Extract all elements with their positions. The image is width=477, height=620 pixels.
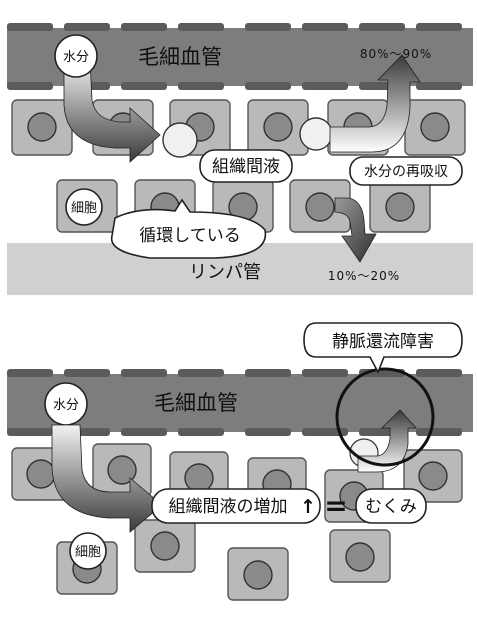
fluid-increase-label: 組織間液の増加 [169,497,288,517]
water-label: 水分 [63,50,89,65]
cell-bubble [69,532,107,570]
edema-bubble [355,488,427,524]
outflow-arrow [51,424,163,533]
percent-reabsorb: 80%～90% [360,47,432,61]
cell-label: 細胞 [71,201,97,216]
obstruction-circle [335,367,435,467]
increase-arrow: ↑ [300,496,316,518]
cells-row-2 [56,519,391,601]
blocked-return-arrow [357,409,417,473]
fluid-droplet [299,117,333,151]
venous-disorder-bubble [303,322,463,374]
capillary-wall-top [7,23,462,31]
circulating-label: 循環している [139,226,241,246]
water-label: 水分 [53,398,79,413]
reabsorption-bubble [349,156,463,186]
circulating-bubble [110,198,267,259]
capillary-label: 毛細血管 [154,391,238,415]
equals-sign: = [324,489,347,522]
edema-label: むくみ [365,497,417,517]
fluid-increase-bubble [151,488,321,524]
lymph-arrow [334,197,377,263]
water-bubble [54,34,98,78]
capillary-label: 毛細血管 [138,45,222,69]
reabsorption-label: 水分の再吸収 [364,164,448,180]
bottom-panel: 水分 毛細血管 静脈還流障害 組織間液の増加 ↑ = むくみ 細胞 [7,322,473,601]
outflow-arrow [63,59,161,163]
lymph-label: リンパ管 [189,262,261,283]
top-panel: 水分 毛細血管 80%～90% 組織間液 水分の再吸収 細胞 循環している リン… [7,23,473,295]
reabsorption-arrow [329,54,421,153]
fluid-droplet [162,122,198,158]
percent-lymph: 10%～20% [328,269,400,283]
cell-label: 細胞 [75,545,101,560]
interstitial-fluid-bubble [199,149,293,183]
venous-disorder-label: 静脈還流障害 [332,332,434,352]
cell-bubble [65,188,103,226]
interstitial-fluid-label: 組織間液 [212,157,280,177]
